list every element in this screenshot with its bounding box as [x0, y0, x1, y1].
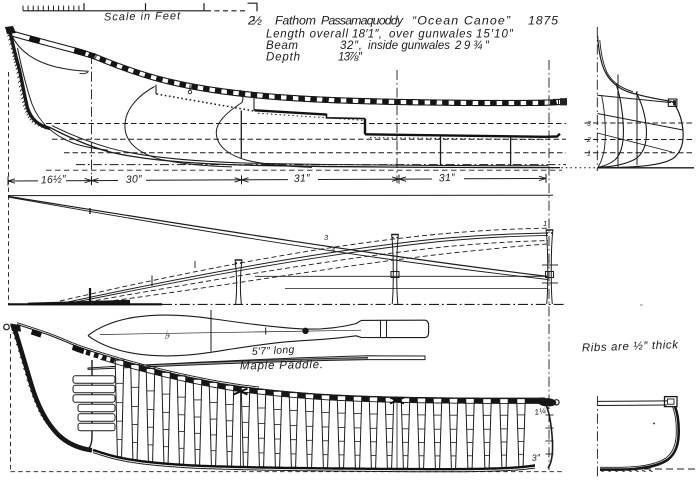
svg-text:2: 2 [586, 137, 591, 144]
svg-text:3″: 3″ [531, 452, 541, 463]
svg-text:°: ° [640, 303, 643, 311]
svg-text:1: 1 [543, 219, 547, 228]
svg-text:16½″: 16½″ [41, 173, 68, 186]
svg-text:31″: 31″ [294, 172, 312, 185]
svg-text:Ribs are ½″ thick: Ribs are ½″ thick [582, 339, 680, 354]
svg-text:30″: 30″ [126, 173, 144, 186]
svg-text:Maple Paddle.: Maple Paddle. [240, 359, 324, 372]
svg-text:5′7″ long: 5′7″ long [252, 344, 295, 358]
svg-text:Scale in Feet: Scale in Feet [104, 10, 181, 23]
svg-text:1¼″: 1¼″ [534, 405, 551, 417]
svg-text:31″: 31″ [439, 172, 457, 185]
svg-text:1: 1 [587, 151, 591, 158]
svg-text:4: 4 [331, 245, 335, 254]
svg-text:3: 3 [587, 121, 591, 128]
svg-text:3: 3 [324, 233, 329, 242]
svg-text:♭: ♭ [164, 328, 170, 342]
